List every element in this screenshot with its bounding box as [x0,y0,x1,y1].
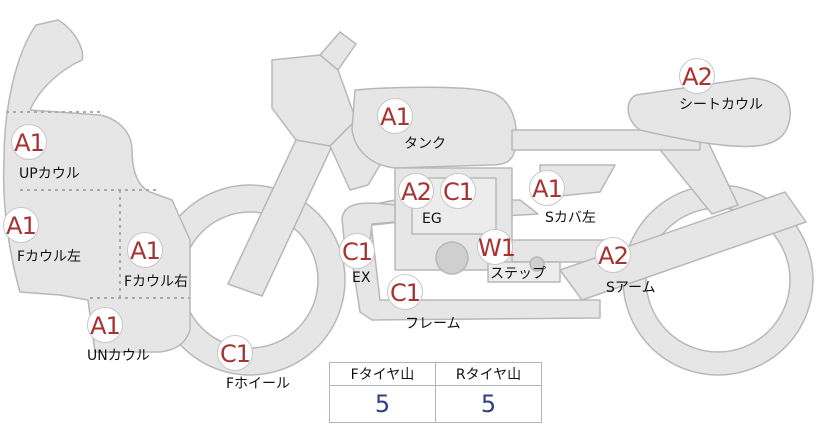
front-tire-header: Fタイヤ山 [330,363,436,386]
f-wheel-badge: C1 [217,335,253,371]
up-cowl-badge: A1 [11,124,47,160]
front-cowl [4,20,190,352]
rear-tire-header: Rタイヤ山 [436,363,542,386]
rear-tire-value: 5 [436,386,542,423]
frame-label: フレーム [405,313,461,333]
s-cover-left-badge: A1 [529,170,565,206]
tank [352,87,516,168]
s-arm-badge: A2 [595,237,631,273]
f-cowl-left-label: Fカウル左 [17,246,81,266]
step-label: ステップ [490,263,546,283]
s-arm-label: Sアーム [606,277,656,297]
tank-badge: A1 [377,98,413,134]
f-cowl-right-badge: A1 [127,232,163,268]
tire-table-header-row: Fタイヤ山 Rタイヤ山 [330,363,542,386]
tire-tread-table: Fタイヤ山 Rタイヤ山 5 5 [329,362,542,423]
step-badge: W1 [477,229,513,265]
s-cover-left-label: Sカバ左 [545,207,596,227]
seat-cowl-label: シートカウル [679,94,763,114]
seat-cowl-badge: A2 [679,58,715,94]
eg-label: EG [422,211,442,227]
ex-badge: C1 [339,233,375,269]
un-cowl-badge: A1 [87,307,123,343]
eg-badge-1: A2 [398,173,434,209]
up-cowl-label: UPカウル [19,163,80,183]
tank-label: タンク [404,133,446,153]
f-cowl-left-badge: A1 [3,207,39,243]
tire-table-value-row: 5 5 [330,386,542,423]
frame-badge: C1 [387,274,423,310]
un-cowl-label: UNカウル [87,345,150,365]
f-wheel-label: Fホイール [226,373,290,393]
eg-badge-2: C1 [440,173,476,209]
front-tire-value: 5 [330,386,436,423]
f-cowl-right-label: Fカウル右 [124,271,188,291]
ex-label: EX [352,270,370,286]
